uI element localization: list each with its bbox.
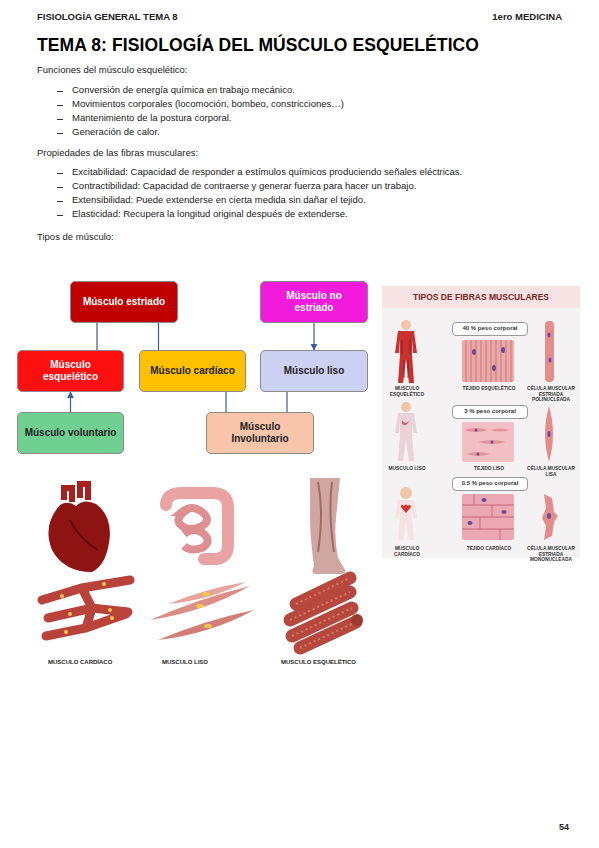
bullet-dash xyxy=(57,133,63,134)
bullet-item: Generación de calor. xyxy=(72,127,582,138)
human-smooth-figure xyxy=(395,402,417,461)
box-text: Músculo esquelético xyxy=(24,359,117,383)
box-text: Músculo estriado xyxy=(83,296,165,308)
figure-caption: MUSCULO ESQUELÉTICO xyxy=(281,659,391,666)
box-text: Músculo liso xyxy=(284,365,345,377)
figure-caption: TEJIDO ESQUELÉTICO xyxy=(460,386,518,392)
smooth-cell xyxy=(545,406,553,462)
bullet-dash xyxy=(57,91,63,92)
box-text: 40 % peso corporal xyxy=(462,325,517,332)
box-text: Músculo no estriado xyxy=(267,290,361,314)
bullet-item: Elasticidad: Recupera la longitud origin… xyxy=(72,209,592,220)
connector xyxy=(158,323,159,350)
leg-drawing xyxy=(310,478,345,574)
category-box: Músculo estriado xyxy=(70,281,178,323)
bullet-item: Conversión de energía química en trabajo… xyxy=(72,85,582,96)
bullet-dash xyxy=(57,215,63,216)
box-text: Músculo Involuntario xyxy=(213,421,307,445)
bullet-dash xyxy=(57,173,63,174)
bullet-dash xyxy=(57,105,63,106)
section-heading: Propiedades de las fibras musculares: xyxy=(37,148,437,159)
bullet-dash xyxy=(57,201,63,202)
panel-title: TIPOS DE FIBRAS MUSCULARES xyxy=(382,293,580,303)
section-heading: Tipos de músculo: xyxy=(37,232,337,243)
bullet-item: Mantenimiento de la postura corporal. xyxy=(72,113,582,124)
human-cardiac-figure xyxy=(395,487,417,540)
connector xyxy=(313,323,314,350)
bullet-item: Contractibilidad: Capacidad de contraers… xyxy=(72,181,592,192)
category-box: Músculo voluntario xyxy=(17,412,124,454)
figure-caption: CÉLULA MUSCULAR ESTRIADA MONONUCLEADA xyxy=(524,546,578,563)
percent-pill: 40 % peso corporal xyxy=(452,322,528,336)
category-box: Músculo liso xyxy=(260,350,368,392)
skeletal-tissue xyxy=(462,340,514,382)
figure-caption: MUSCULO LISO xyxy=(383,466,431,472)
figure-caption: TEJIDO CARDÍACO xyxy=(460,546,518,552)
percent-pill: 3 % peso corporal xyxy=(452,405,528,419)
bullet-item: Excitabilidad: Capacidad de responder a … xyxy=(72,167,592,178)
skeletal-fibers xyxy=(290,578,363,648)
section-heading: Funciones del músculo esquelético: xyxy=(37,65,437,76)
smooth-tissue xyxy=(462,422,514,462)
bullet-dash xyxy=(57,119,63,120)
page-title: TEMA 8: FISIOLOGÍA DEL MÚSCULO ESQUELÉTI… xyxy=(37,35,479,56)
running-header: 1ero MEDICINA xyxy=(452,12,562,23)
bullet-dash xyxy=(57,187,63,188)
cardiac-fibers xyxy=(42,580,130,636)
panel-ground xyxy=(382,286,580,558)
figure-caption: CÉLULA MUSCULAR LISA xyxy=(524,466,578,477)
connector xyxy=(225,392,226,412)
percent-pill: 0.5 % peso corporal xyxy=(452,477,528,491)
figure-caption: TEJIDO LISO xyxy=(460,466,518,472)
smooth-fibers xyxy=(150,582,254,640)
connector xyxy=(70,392,71,412)
heart-drawing xyxy=(48,484,110,572)
figure-caption: CÉLULA MUSCULAR ESTRIADA POLINUCLEADA xyxy=(524,386,578,403)
figure-caption: MUSCULO CARDÍACO xyxy=(48,659,148,666)
category-box: Músculo cardíaco xyxy=(139,350,246,392)
figure-caption: MUSCULO LISO xyxy=(162,659,262,666)
box-text: 3 % peso corporal xyxy=(464,408,516,415)
skeletal-cell xyxy=(545,321,554,382)
connector xyxy=(96,323,97,350)
panel-title-band xyxy=(382,286,580,308)
box-text: 0.5 % peso corporal xyxy=(462,480,519,487)
category-box: Músculo no estriado xyxy=(260,281,368,323)
connector xyxy=(286,392,287,412)
cardiac-cell xyxy=(542,494,558,540)
figure-caption: MUSCULO CARDÍACO xyxy=(383,546,431,557)
box-text: Músculo voluntario xyxy=(25,427,117,439)
intestine-drawing xyxy=(166,493,228,559)
human-skeletal-figure xyxy=(395,320,417,383)
cardiac-tissue xyxy=(462,494,514,540)
page-number: 54 xyxy=(543,822,569,832)
bullet-item: Extensibilidad: Puede extenderse en cier… xyxy=(72,195,592,206)
figure-caption: MUSCULO ESQUELÉTICO xyxy=(383,386,431,397)
category-box: Músculo Involuntario xyxy=(206,412,314,454)
bullet-item: Movimientos corporales (locomoción, bomb… xyxy=(72,99,582,110)
category-box: Músculo esquelético xyxy=(17,350,124,392)
box-text: Músculo cardíaco xyxy=(150,365,234,377)
running-header: FISIOLOGÍA GENERAL TEMA 8 xyxy=(37,12,297,23)
